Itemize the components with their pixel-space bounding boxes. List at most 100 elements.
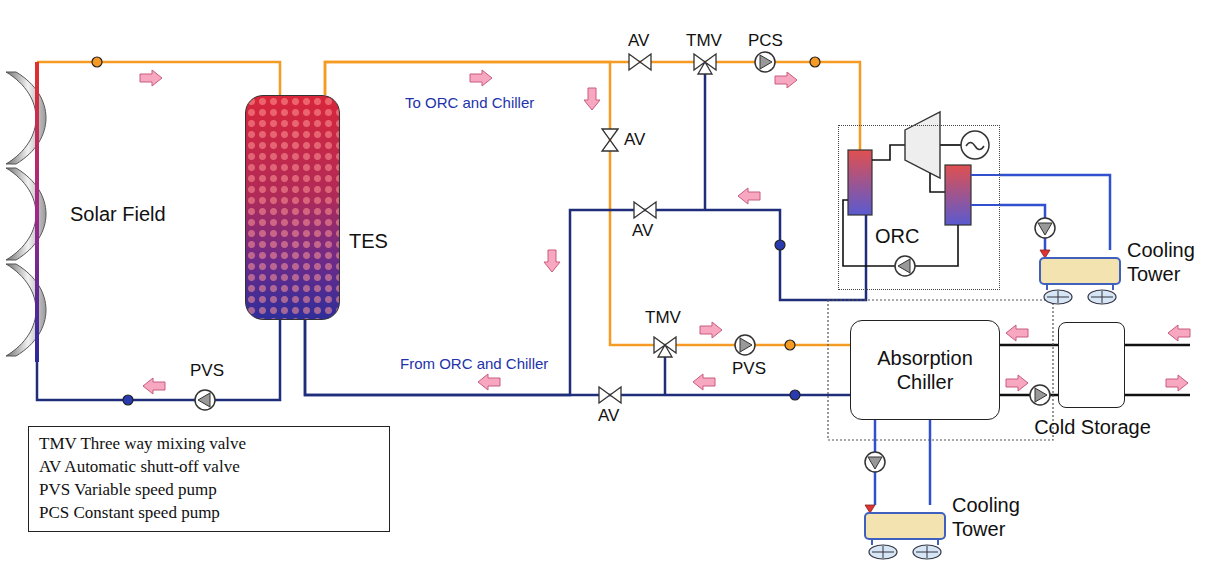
pipe-connector bbox=[37, 320, 280, 400]
drawing-part bbox=[971, 175, 1000, 205]
drawing-part bbox=[930, 173, 945, 192]
solar-collectors bbox=[6, 62, 46, 362]
component-tag: AV bbox=[628, 32, 649, 51]
node-label: Cooling Tower bbox=[1127, 238, 1199, 286]
drawing-part bbox=[602, 129, 618, 151]
node-label: ORC bbox=[875, 224, 919, 248]
legend-text: PCS Constant speed pump bbox=[39, 503, 220, 522]
drawing-part bbox=[654, 337, 676, 357]
drawing-part bbox=[913, 225, 958, 266]
drawing-part bbox=[1006, 375, 1028, 391]
drawing-part bbox=[694, 54, 716, 74]
drawing-part bbox=[693, 374, 715, 390]
pipe-connector bbox=[37, 62, 280, 95]
node-label: TES bbox=[349, 229, 388, 253]
drawing-part bbox=[470, 70, 492, 86]
drawing-part bbox=[785, 340, 795, 350]
drawing-part bbox=[859, 125, 862, 150]
drawing-part bbox=[865, 215, 868, 290]
node-label: Cooling Tower bbox=[952, 493, 1024, 541]
component-tag: PVS bbox=[732, 360, 766, 379]
drawing-part bbox=[1125, 344, 1190, 347]
pipe-connector bbox=[1000, 175, 1110, 250]
drawing-part bbox=[775, 240, 785, 250]
drawing-part bbox=[1030, 385, 1050, 405]
pipe-connector bbox=[325, 62, 860, 125]
drawing-part bbox=[775, 72, 797, 88]
legend-box: TMV Three way mixing valve AV Automatic s… bbox=[28, 426, 390, 532]
node-label: Solar Field bbox=[70, 202, 166, 226]
drawing-part bbox=[1006, 325, 1028, 341]
component-tag: PVS bbox=[190, 362, 224, 381]
pipe-connector bbox=[325, 62, 850, 345]
legend-entry: TMV Three way mixing valve bbox=[39, 433, 379, 456]
node-label: Absorption Chiller bbox=[858, 346, 992, 394]
drawing-part bbox=[599, 387, 621, 403]
drawing-part bbox=[895, 256, 915, 276]
valves-and-pumps bbox=[195, 52, 1055, 472]
drawing-part bbox=[700, 322, 722, 338]
drawing-part bbox=[544, 250, 560, 272]
component-tag: PCS bbox=[748, 32, 783, 51]
component-tag: AV bbox=[624, 131, 645, 150]
node-label: Cold Storage bbox=[1034, 415, 1151, 439]
drawing-part bbox=[195, 390, 215, 410]
drawing-part bbox=[872, 145, 905, 160]
legend-entry: PVS Variable speed pump bbox=[39, 479, 379, 502]
flow-arrows bbox=[140, 70, 1190, 394]
drawing-part bbox=[905, 112, 940, 178]
drawing-part bbox=[143, 378, 165, 394]
drawing-part bbox=[865, 452, 885, 472]
drawing-part bbox=[92, 57, 102, 67]
absorption-chiller: Absorption Chiller bbox=[850, 320, 1000, 420]
pipe-connector bbox=[305, 320, 850, 395]
component-tag: TMV bbox=[686, 32, 722, 51]
drawing-part bbox=[478, 374, 500, 390]
legend-text: PVS Variable speed pump bbox=[39, 480, 217, 499]
drawing-part bbox=[961, 131, 989, 159]
drawing-part bbox=[35, 62, 39, 362]
legend-text: TMV Three way mixing valve bbox=[39, 434, 246, 453]
orc-unit: ORC bbox=[838, 125, 1000, 290]
drawing-part bbox=[755, 52, 775, 72]
legend-text: AV Automatic shutt-off valve bbox=[39, 457, 240, 476]
solar-field: Solar Field bbox=[2, 62, 64, 362]
legend-entry: AV Automatic shutt-off valve bbox=[39, 456, 379, 479]
drawing-part bbox=[6, 72, 46, 164]
drawing-part bbox=[140, 70, 162, 86]
cold-storage: Cold Storage bbox=[1058, 322, 1125, 408]
component-tag: TMV bbox=[645, 309, 681, 328]
orc-internals bbox=[843, 112, 1000, 290]
cooling-tower: Cooling Tower bbox=[860, 505, 945, 563]
drawing-part bbox=[735, 335, 755, 355]
drawing-part bbox=[945, 165, 971, 225]
drawing-part bbox=[1040, 250, 1120, 304]
drawing-part bbox=[634, 202, 656, 218]
drawing-part bbox=[1168, 325, 1190, 341]
legend-entry: PCS Constant speed pump bbox=[39, 502, 379, 525]
chiller-boundary bbox=[828, 300, 1053, 440]
drawing-part bbox=[790, 390, 800, 400]
pipe-note: From ORC and Chiller bbox=[400, 356, 548, 373]
drawing-part bbox=[1125, 394, 1190, 397]
drawing-part bbox=[584, 88, 600, 110]
drawing-part bbox=[738, 188, 760, 204]
component-tag: AV bbox=[632, 222, 653, 241]
storage-tank: TES bbox=[245, 95, 340, 320]
drawing-part bbox=[6, 264, 46, 356]
sensor-dots bbox=[92, 57, 820, 405]
drawing-part bbox=[123, 395, 133, 405]
drawing-part bbox=[1035, 218, 1055, 238]
drawing-part bbox=[810, 57, 820, 67]
pipe-connector bbox=[929, 420, 932, 505]
drawing-part bbox=[1166, 375, 1188, 391]
pipe-note: To ORC and Chiller bbox=[405, 95, 534, 112]
drawing-part bbox=[629, 54, 651, 70]
drawing-part bbox=[704, 62, 707, 210]
drawing-part bbox=[6, 168, 46, 260]
cooling-tower: Cooling Tower bbox=[1035, 250, 1125, 308]
pipe-connector bbox=[1000, 344, 1058, 347]
drawing-part bbox=[966, 143, 984, 150]
component-tag: AV bbox=[598, 407, 619, 426]
pipe-connector bbox=[305, 210, 866, 395]
